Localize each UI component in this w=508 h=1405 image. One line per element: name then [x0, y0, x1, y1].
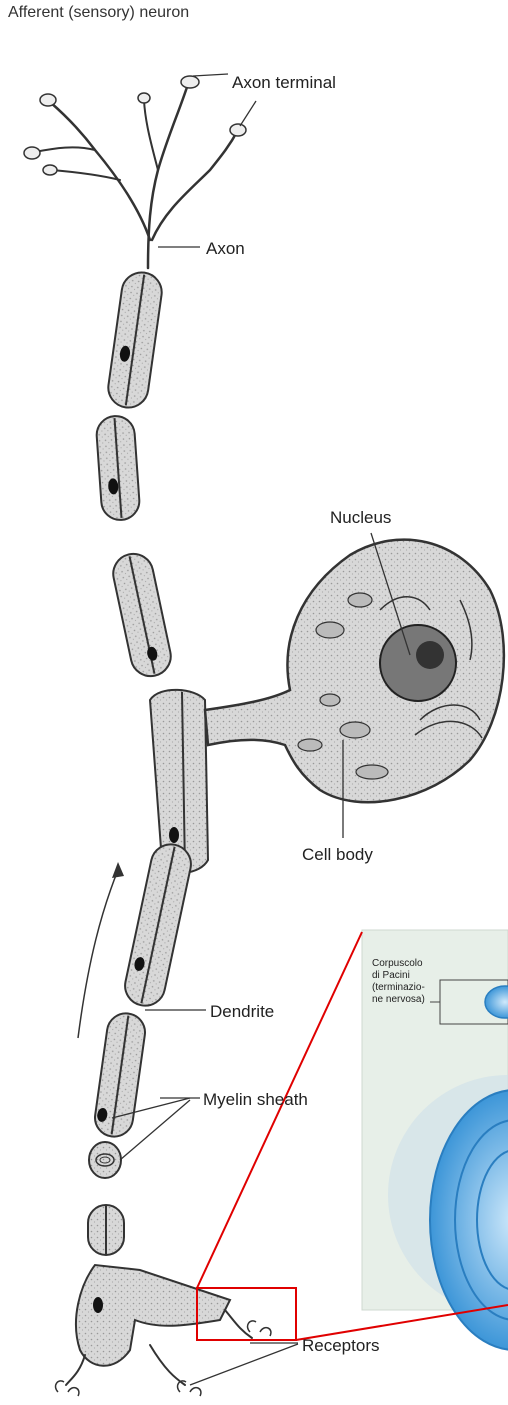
label-axon-terminal: Axon terminal	[232, 73, 336, 92]
inset-caption-3: (terminazio-	[372, 982, 425, 993]
label-dendrite: Dendrite	[210, 1002, 274, 1021]
myelin-segments	[88, 270, 208, 1255]
label-receptors: Receptors	[302, 1336, 379, 1355]
up-arrow-icon	[78, 862, 124, 1038]
cell-body	[205, 540, 504, 803]
label-nucleus: Nucleus	[330, 508, 391, 527]
inset-caption-1: Corpuscolo	[372, 958, 423, 969]
pacini-inset: Corpuscolo di Pacini (terminazio- ne ner…	[362, 930, 508, 1350]
nucleus	[380, 625, 456, 701]
label-cell-body: Cell body	[302, 845, 373, 864]
label-myelin-sheath: Myelin sheath	[203, 1090, 308, 1109]
label-axon: Axon	[206, 239, 245, 258]
inset-caption-2: di Pacini	[372, 970, 410, 981]
receptor-endings	[56, 1265, 271, 1396]
inset-caption-4: ne nervosa)	[372, 994, 425, 1005]
